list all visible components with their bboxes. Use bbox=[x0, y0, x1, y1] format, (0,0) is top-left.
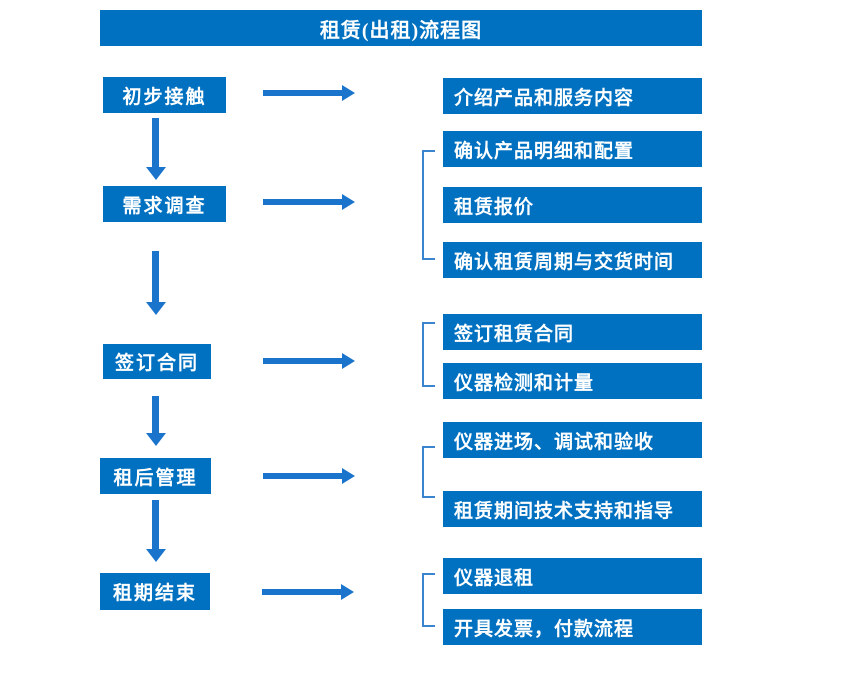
arrow-head bbox=[146, 302, 166, 315]
arrow-head bbox=[146, 433, 166, 446]
group-bracket bbox=[422, 150, 435, 260]
output-label: 仪器检测和计量 bbox=[454, 372, 595, 394]
right-arrow-icon bbox=[263, 194, 355, 210]
output-label: 签订租赁合同 bbox=[454, 323, 575, 345]
output-box-technical-support: 租赁期间技术支持和指导 bbox=[443, 491, 702, 527]
step-box-sign-contract: 签订合同 bbox=[103, 344, 211, 379]
step-label: 初步接触 bbox=[122, 86, 207, 108]
down-arrow-icon bbox=[146, 500, 166, 562]
output-label: 仪器进场、调试和验收 bbox=[454, 431, 655, 453]
step-label: 需求调查 bbox=[122, 195, 207, 217]
arrow-head bbox=[342, 194, 355, 210]
right-arrow-icon bbox=[263, 353, 355, 369]
down-arrow-icon bbox=[146, 251, 166, 315]
group-bracket bbox=[422, 573, 435, 627]
group-bracket bbox=[422, 446, 435, 498]
output-label: 仪器退租 bbox=[454, 567, 535, 589]
arrow-head bbox=[146, 549, 166, 562]
arrow-shaft bbox=[263, 358, 344, 364]
output-box-invoice-payment: 开具发票，付款流程 bbox=[443, 609, 702, 645]
output-label: 租赁期间技术支持和指导 bbox=[454, 500, 675, 522]
output-label: 租赁报价 bbox=[454, 196, 535, 218]
down-arrow-icon bbox=[146, 396, 166, 446]
output-box-rental-quotation: 租赁报价 bbox=[443, 187, 702, 223]
arrow-shaft bbox=[262, 589, 343, 595]
step-label: 签订合同 bbox=[114, 353, 199, 374]
output-label: 确认产品明细和配置 bbox=[454, 140, 635, 162]
output-box-introduce-products: 介绍产品和服务内容 bbox=[443, 78, 702, 114]
arrow-shaft bbox=[152, 118, 159, 169]
arrow-head bbox=[146, 167, 166, 180]
step-box-rental-end: 租期结束 bbox=[100, 573, 210, 610]
group-bracket bbox=[422, 322, 435, 387]
step-label: 租后管理 bbox=[113, 467, 198, 489]
output-box-instrument-inspection: 仪器检测和计量 bbox=[443, 363, 702, 399]
flowchart-title: 租赁(出租)流程图 bbox=[319, 19, 483, 42]
right-arrow-icon bbox=[262, 584, 354, 600]
arrow-head bbox=[342, 85, 355, 101]
flowchart-title-bar: 租赁(出租)流程图 bbox=[100, 10, 702, 46]
arrow-shaft bbox=[263, 199, 344, 205]
arrow-head bbox=[342, 468, 355, 484]
arrow-head bbox=[341, 584, 354, 600]
right-arrow-icon bbox=[263, 85, 355, 101]
down-arrow-icon bbox=[146, 118, 166, 180]
output-box-instrument-return: 仪器退租 bbox=[443, 558, 702, 594]
step-box-initial-contact: 初步接触 bbox=[103, 77, 226, 113]
output-label: 确认租赁周期与交货时间 bbox=[454, 251, 675, 273]
arrow-shaft bbox=[263, 90, 344, 96]
output-box-instrument-setup-acceptance: 仪器进场、调试和验收 bbox=[443, 422, 702, 458]
step-box-post-rental-management: 租后管理 bbox=[100, 458, 211, 494]
output-box-confirm-rental-period: 确认租赁周期与交货时间 bbox=[443, 242, 702, 278]
arrow-shaft bbox=[152, 251, 159, 304]
output-label: 开具发票，付款流程 bbox=[454, 618, 635, 640]
step-label: 租期结束 bbox=[112, 583, 197, 604]
output-box-sign-rental-contract: 签订租赁合同 bbox=[443, 314, 702, 350]
right-arrow-icon bbox=[263, 468, 355, 484]
output-label: 介绍产品和服务内容 bbox=[454, 87, 635, 109]
arrow-head bbox=[342, 353, 355, 369]
arrow-shaft bbox=[263, 473, 344, 479]
output-box-confirm-product-details: 确认产品明细和配置 bbox=[443, 131, 702, 167]
arrow-shaft bbox=[152, 500, 159, 551]
arrow-shaft bbox=[152, 396, 159, 435]
step-box-demand-survey: 需求调查 bbox=[103, 186, 226, 222]
